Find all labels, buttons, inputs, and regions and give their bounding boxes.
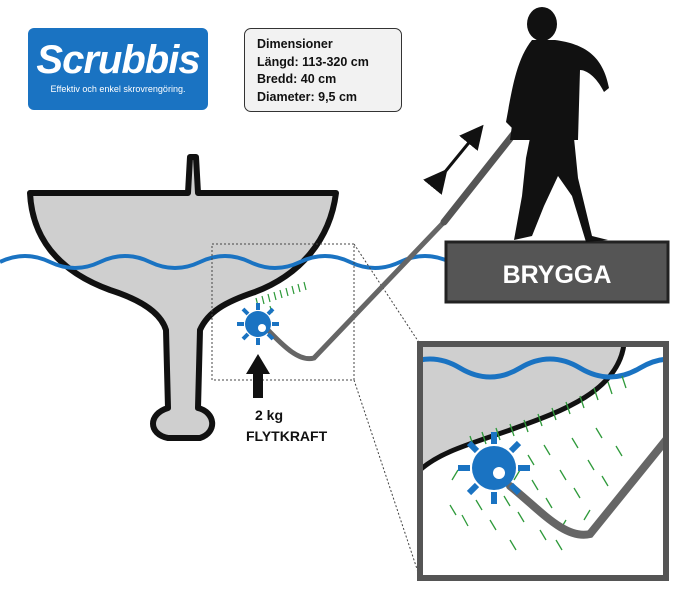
- double-arrow-icon: [423, 124, 484, 195]
- connector-bottom: [353, 379, 421, 579]
- zoom-inset: [417, 341, 669, 581]
- arrow-up-icon: [246, 354, 270, 398]
- person-silhouette-icon: [506, 7, 609, 242]
- dock: [444, 240, 670, 304]
- zoom-brush-head-icon: [458, 432, 530, 504]
- dimensions-heading: Dimensioner: [257, 37, 333, 51]
- brush-head-icon: [237, 303, 279, 345]
- cleaning-pole: [263, 219, 447, 362]
- dock-label: BRYGGA: [503, 261, 612, 289]
- dimensions-length: Längd: 113-320 cm: [257, 54, 369, 69]
- pole-grip: [440, 122, 524, 226]
- dimensions-diameter: Diameter: 9,5 cm: [257, 89, 358, 104]
- logo-brand: Scrubbis: [36, 38, 200, 82]
- buoyancy-weight: 2 kg: [255, 407, 283, 423]
- water-line: [0, 254, 451, 270]
- dimensions-width: Bredd: 40 cm: [257, 72, 337, 86]
- scrubbis-logo: Scrubbis Effektiv och enkel skrovrengöri…: [28, 28, 208, 110]
- dimensions-box: Dimensioner Längd: 113-320 cm Bredd: 40 …: [244, 28, 402, 112]
- zoom-water: [420, 356, 666, 380]
- boat-hull: [27, 154, 339, 441]
- focus-rect: [211, 243, 355, 381]
- zoom-pole: [506, 436, 666, 539]
- buoyancy-label: FLYTKRAFT: [246, 428, 328, 444]
- logo-tagline: Effektiv och enkel skrovrengöring.: [50, 84, 186, 94]
